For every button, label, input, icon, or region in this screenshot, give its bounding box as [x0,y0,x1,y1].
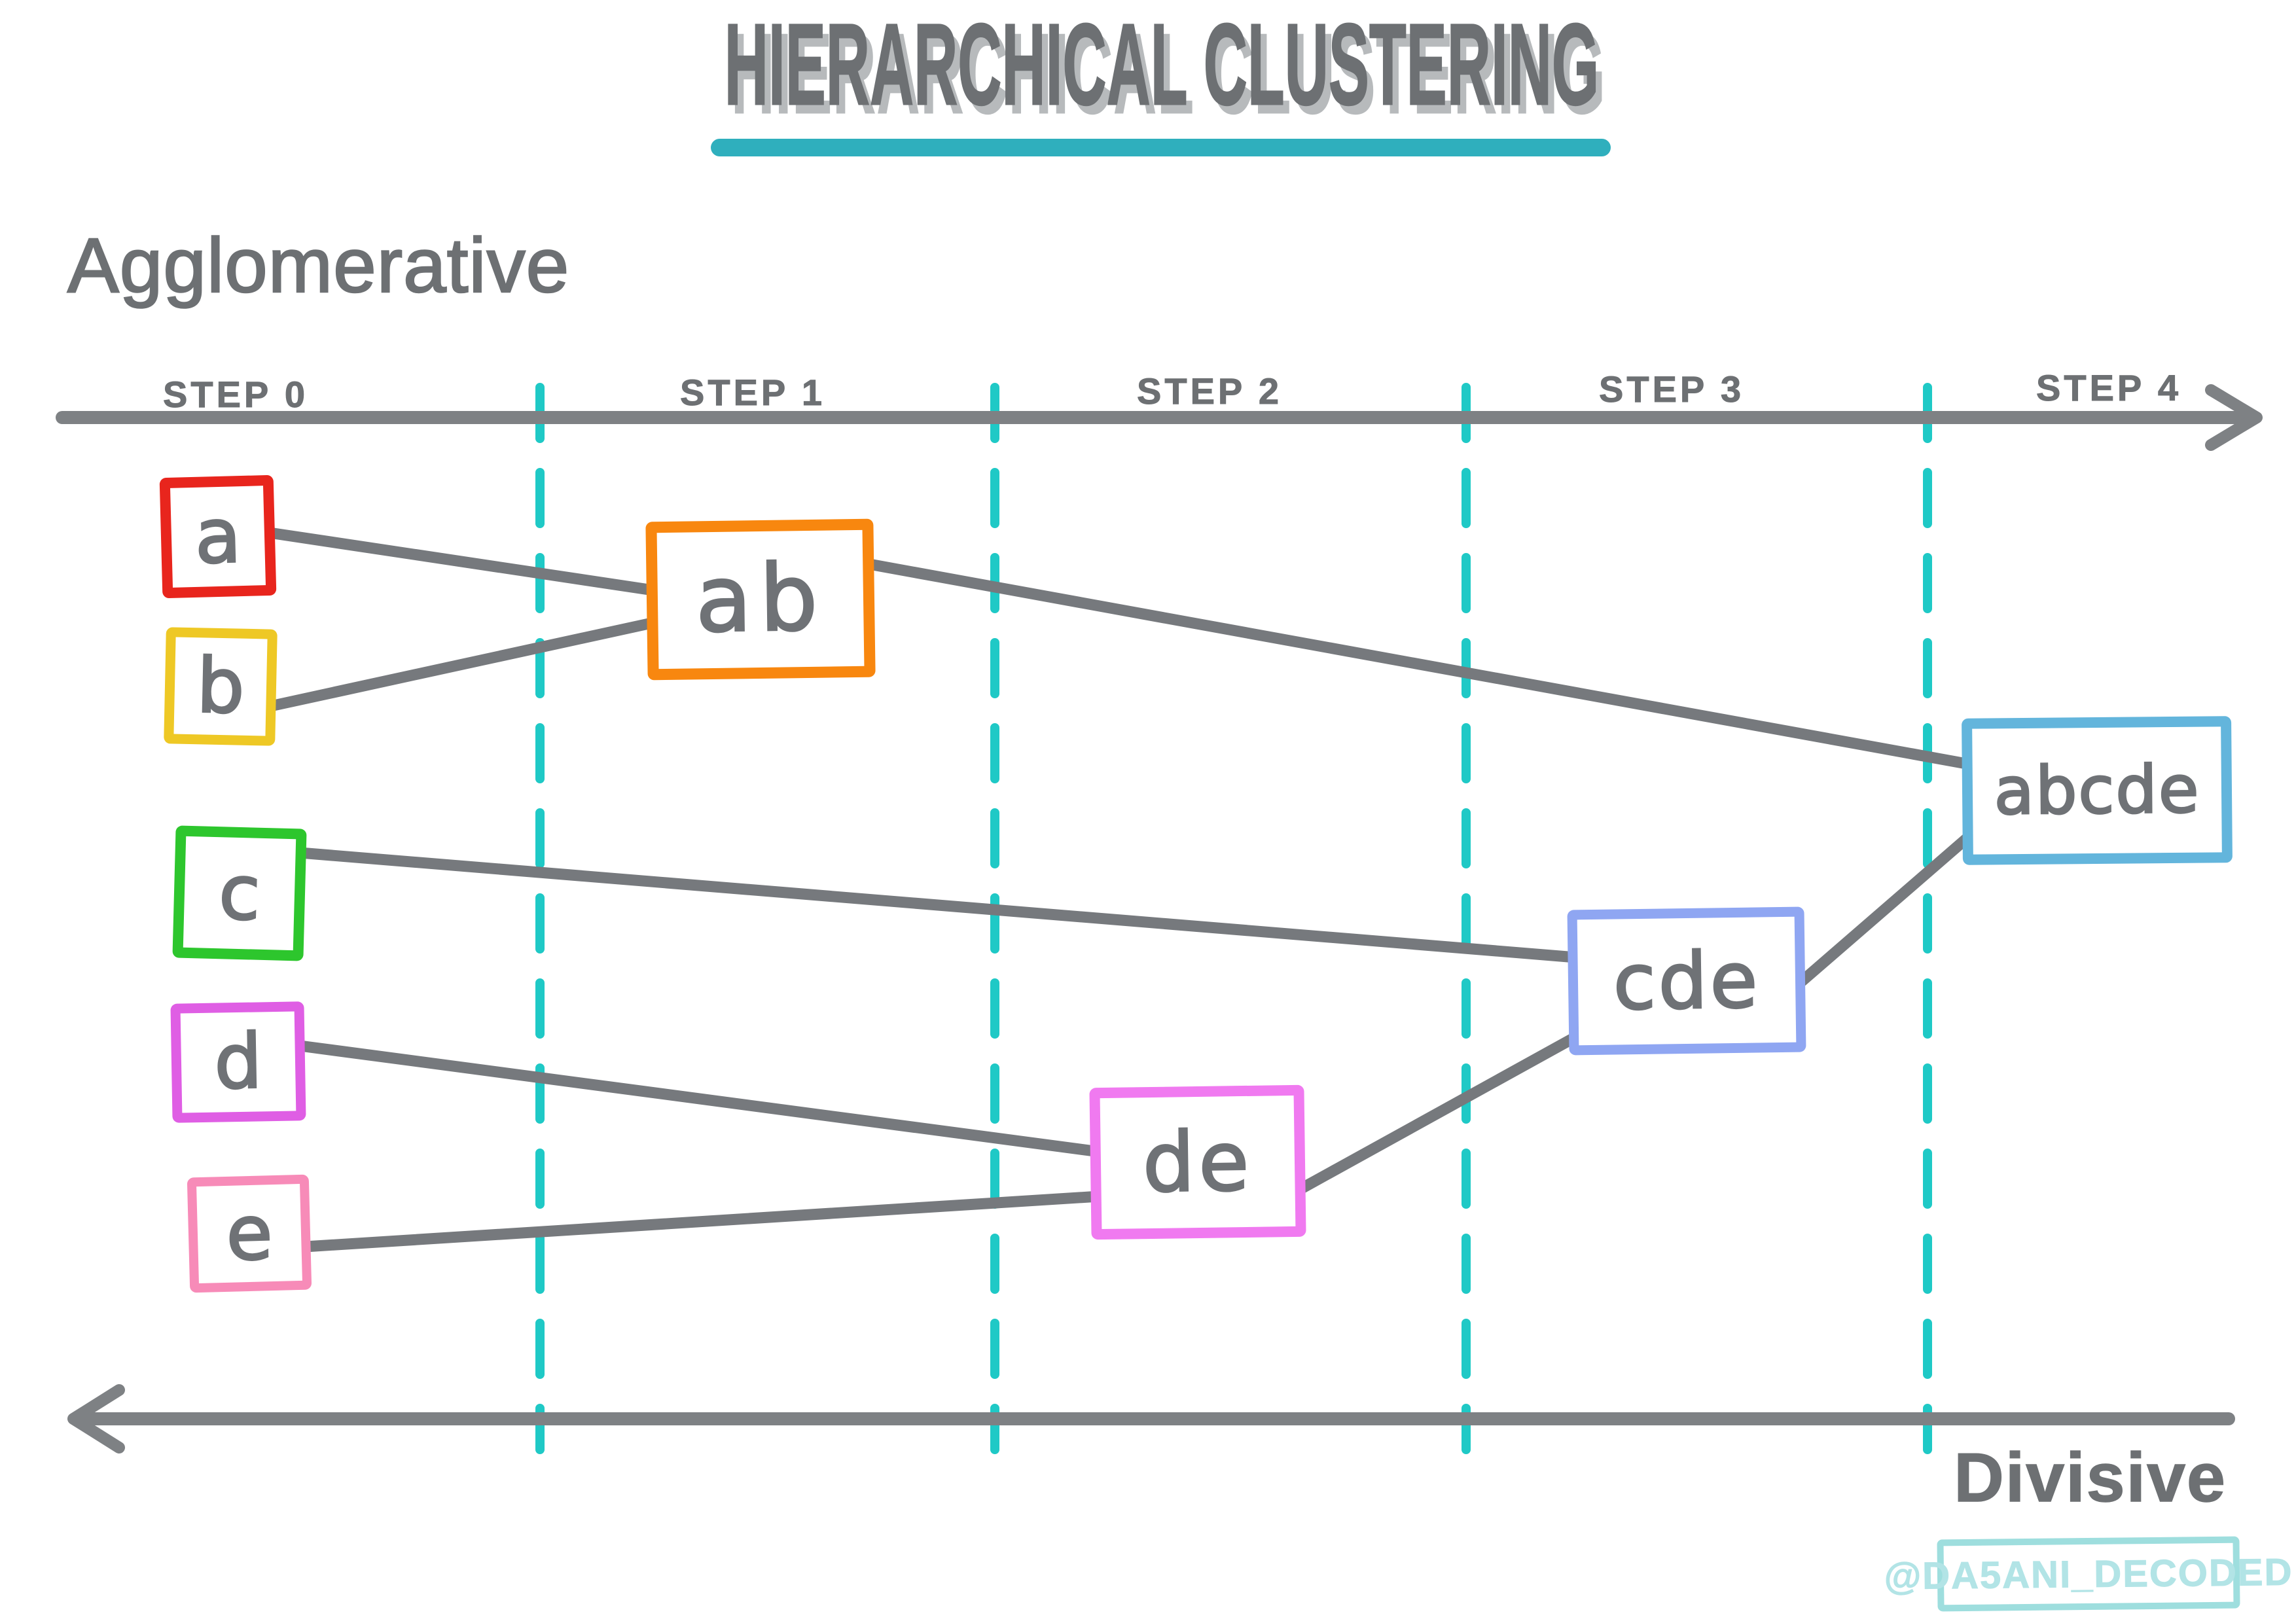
step-label-1: STEP 1 [680,372,825,414]
title-underline [711,139,1611,156]
edge-c-cde [294,847,1582,963]
edge-a-ab [268,527,664,597]
cluster-box-abcde: abcde [1962,716,2233,865]
cluster-box-d: d [170,1001,306,1123]
watermark-text: @DA5ANI_DECODED [1884,1550,2293,1598]
cluster-box-cde: cde [1567,906,1806,1056]
cluster-label-e: e [224,1188,274,1279]
step-label-4: STEP 4 [2036,367,2181,409]
cluster-box-a: a [159,474,277,599]
edge-b-ab [268,616,664,711]
cluster-box-ab: ab [645,518,876,681]
cluster-box-b: b [164,627,278,746]
divisive-arrowhead-icon [67,1384,125,1454]
agglomerative-arrowhead-icon [2205,384,2263,451]
cluster-box-e: e [187,1174,312,1293]
edge-e-de [299,1190,1105,1253]
step-label-3: STEP 3 [1599,368,1744,410]
cluster-label-b: b [195,641,247,731]
cluster-label-de: de [1141,1113,1254,1211]
page-title: HIERARCHICAL CLUSTERING [724,0,1600,130]
cluster-box-c: c [172,825,307,961]
cluster-label-cde: cde [1611,934,1761,1028]
cluster-box-de: de [1089,1084,1306,1240]
agglomerative-label: Agglomerative [67,222,570,310]
cluster-label-c: c [217,847,262,938]
cluster-label-a: a [192,491,243,582]
edge-d-de [294,1040,1105,1158]
divisive-label: Divisive [1954,1438,2227,1517]
cluster-label-abcde: abcde [1993,750,2202,830]
cluster-label-d: d [213,1016,264,1107]
watermark-badge: @DA5ANI_DECODED [1884,1536,2293,1612]
cluster-label-ab: ab [694,544,827,654]
step-label-2: STEP 2 [1137,370,1282,412]
edge-cde-abcde [1794,829,1977,989]
edge-ab-abcde [863,558,1976,770]
step-label-0: STEP 0 [163,374,308,416]
edge-de-cde [1293,1029,1585,1196]
